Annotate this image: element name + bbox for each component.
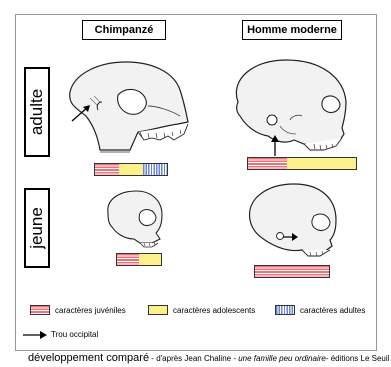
- row-label-young-text: jeune: [27, 207, 47, 249]
- legend-occipital: Trou occipital: [23, 330, 98, 339]
- column-header-chimp: Chimpanzé: [82, 20, 166, 40]
- bar-chimp-adult: [94, 163, 168, 176]
- legend-label-juvenile: caractères juvéniles: [55, 306, 126, 315]
- bar-segment-juvenile: [95, 164, 119, 175]
- bar-segment-adolescent: [119, 164, 143, 175]
- bar-human-adult: [247, 157, 357, 170]
- legend-label-occipital: Trou occipital: [51, 330, 98, 339]
- row-label-adult-text: adulte: [27, 89, 47, 135]
- occipital-arrow-human-young: [282, 232, 298, 242]
- legend-swatch-adolescent: [148, 305, 168, 315]
- caption-credit-post: - éditions Le Seuil: [326, 354, 390, 363]
- bar-human-young: [254, 265, 330, 278]
- caption-title: développement comparé: [28, 352, 149, 364]
- occipital-arrow-human: [270, 135, 280, 157]
- legend-label-adolescent: caractères adolescents: [173, 306, 255, 315]
- legend-juvenile: caractères juvéniles: [30, 305, 126, 315]
- bar-chimp-young: [116, 253, 162, 266]
- caption: développement comparé - d'après Jean Cha…: [28, 352, 389, 364]
- bar-segment-juvenile: [117, 254, 139, 265]
- legend-adolescent: caractères adolescents: [148, 305, 255, 315]
- legend-label-adult: caractères adultes: [300, 306, 365, 315]
- row-label-adult: adulte: [24, 67, 50, 157]
- legend-adult: caractères adultes: [275, 305, 365, 315]
- column-header-human: Homme moderne: [242, 20, 342, 40]
- caption-credit-pre: d'après Jean Chaline -: [156, 354, 238, 363]
- bar-segment-adolescent: [139, 254, 161, 265]
- row-label-young: jeune: [24, 188, 50, 268]
- arrow-icon: [23, 331, 47, 339]
- bar-segment-juvenile: [248, 158, 287, 169]
- chimp-young-skull: [100, 187, 170, 249]
- occipital-arrow-chimp: [70, 103, 94, 123]
- bar-segment-adult: [143, 164, 167, 175]
- human-adult-skull: [220, 50, 360, 155]
- legend-swatch-adult: [275, 305, 295, 315]
- legend-swatch-juvenile: [30, 305, 50, 315]
- bar-segment-adolescent: [287, 158, 356, 169]
- bar-segment-juvenile: [255, 266, 329, 277]
- human-young-skull: [240, 180, 345, 260]
- caption-book: une famille peu ordinaire: [238, 354, 326, 363]
